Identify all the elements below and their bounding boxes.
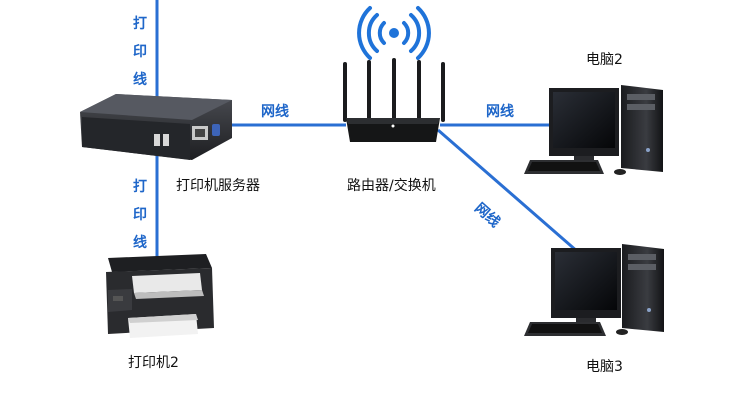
pc3-link-line [437, 128, 579, 254]
printer-label: 打印机2 [128, 355, 179, 371]
bottom-print-cable-char: 印 [133, 207, 147, 223]
print-server-label: 打印机服务器 [176, 178, 260, 194]
wifi-icon [357, 6, 431, 60]
top-print-cable-char: 线 [133, 72, 147, 88]
bottom-print-cable-char: 线 [133, 235, 147, 251]
print-server-icon [80, 94, 232, 160]
printer-icon [106, 254, 214, 338]
top-print-cable-char: 印 [133, 44, 147, 60]
top-print-cable-char: 打 [133, 16, 147, 32]
router-link-label: 网线 [261, 104, 289, 120]
cables [155, 0, 579, 258]
pc2-computer-icon [524, 85, 663, 175]
router-label: 路由器/交换机 [347, 178, 436, 194]
top-print-cable-label: 打 印 线 [130, 10, 150, 94]
bottom-print-cable-label: 打 印 线 [130, 173, 150, 257]
bottom-print-cable-char: 打 [133, 179, 147, 195]
pc3-label: 电脑3 [586, 359, 623, 375]
pc3-computer-icon [524, 244, 664, 336]
router-icon [343, 58, 445, 142]
pc2-label: 电脑2 [586, 52, 623, 68]
pc2-link-label: 网线 [486, 104, 514, 120]
